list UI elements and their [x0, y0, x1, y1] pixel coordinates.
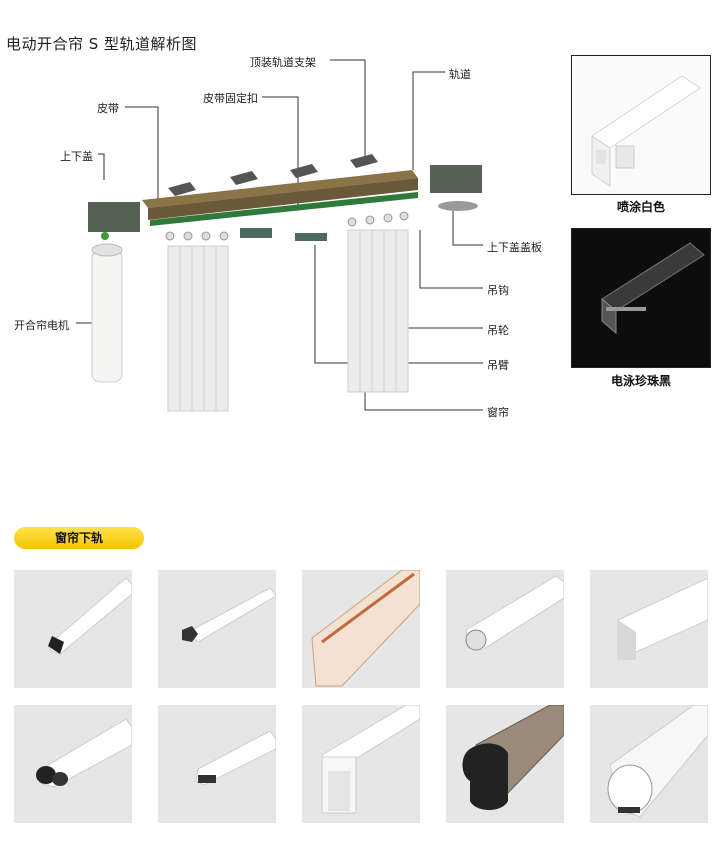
profile-thumbnail[interactable]	[590, 570, 708, 688]
white-finish-caption: 喷涂白色	[616, 200, 665, 214]
label-belt: 皮带	[97, 102, 119, 115]
rail-diagram	[0, 50, 560, 430]
label-curtain: 窗帘	[487, 406, 509, 419]
profile-thumbnail[interactable]	[446, 570, 564, 688]
profile-thumbnail[interactable]	[158, 705, 276, 823]
label-wheel: 吊轮	[487, 324, 509, 337]
page-title: 电动开合帘 S 型轨道解析图	[6, 35, 198, 53]
bottom-rail-section-button[interactable]: 窗帘下轨	[14, 527, 144, 549]
label-top-bracket: 顶装轨道支架	[250, 56, 316, 69]
label-motor: 开合帘电机	[14, 319, 69, 332]
profile-thumbnail[interactable]	[158, 570, 276, 688]
profile-thumbnail[interactable]	[302, 570, 420, 688]
black-finish-photo	[571, 228, 711, 368]
profile-thumbnail[interactable]	[14, 570, 132, 688]
white-finish-photo	[571, 55, 711, 195]
profile-thumbnail[interactable]	[302, 705, 420, 823]
label-arm: 吊臂	[487, 359, 509, 372]
profile-thumbnail[interactable]	[590, 705, 708, 823]
label-belt-clip: 皮带固定扣	[203, 92, 258, 105]
label-end-cover: 上下盖	[60, 150, 93, 163]
label-rail: 轨道	[449, 68, 471, 81]
profile-thumbnail[interactable]	[446, 705, 564, 823]
profile-thumbnail[interactable]	[14, 705, 132, 823]
black-finish-caption: 电泳珍珠黑	[610, 374, 671, 388]
rail-diagram-illustration	[76, 59, 483, 412]
label-end-cover-plate: 上下盖盖板	[487, 241, 542, 254]
label-hook: 吊钩	[487, 284, 509, 297]
